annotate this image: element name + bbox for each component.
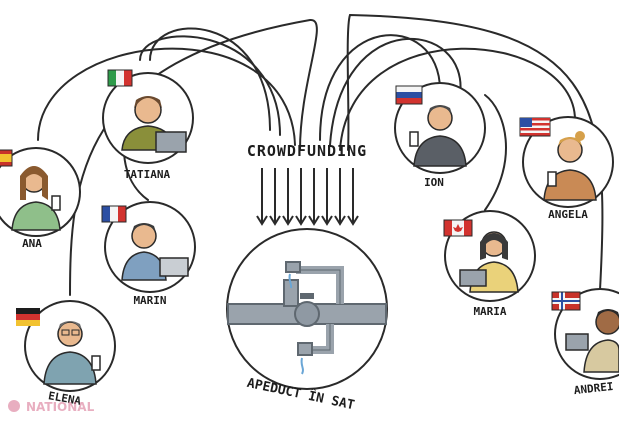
laptop-icon xyxy=(159,257,189,277)
person-angela: ANGELA xyxy=(519,116,614,221)
person-maria: MARIA xyxy=(443,210,536,318)
flag-canada-icon xyxy=(443,219,473,237)
person-name: ANA xyxy=(22,237,42,250)
phone-icon xyxy=(91,355,101,371)
watermark: NATIONAL xyxy=(8,400,95,414)
person-marin: MARIN xyxy=(101,201,196,307)
person-name: MARIA xyxy=(473,305,506,318)
crowdfunding-title: CROWDFUNDING xyxy=(247,142,367,160)
person-name: ANGELA xyxy=(548,208,588,221)
person-ion: ION xyxy=(394,82,486,189)
phone-icon xyxy=(547,171,557,187)
valve-handle xyxy=(300,293,314,299)
person-elena: ELENA xyxy=(16,300,116,408)
tablet-icon xyxy=(565,333,589,351)
laptop-icon xyxy=(155,131,187,153)
phone-icon xyxy=(51,195,61,211)
person-andrei: ANDREI xyxy=(551,288,619,397)
flag-spain-icon xyxy=(0,149,13,167)
person-name: ANDREI xyxy=(573,380,614,397)
aqueduct-circle xyxy=(226,228,388,390)
person-name: ELENA xyxy=(47,389,82,408)
flag-france-icon xyxy=(101,205,127,223)
flag-norway-icon xyxy=(551,291,581,311)
person-name: MARIN xyxy=(133,294,166,307)
valve xyxy=(294,301,320,327)
person-name: ION xyxy=(424,176,444,189)
lower-faucet xyxy=(297,342,313,356)
person-tatiana: TATIANA xyxy=(102,69,194,181)
person-ana: ANA xyxy=(0,147,81,250)
phone-icon xyxy=(409,131,419,147)
person-name: TATIANA xyxy=(124,168,171,181)
laptop-icon xyxy=(459,269,487,287)
upper-faucet xyxy=(285,261,301,273)
flag-italy-icon xyxy=(107,69,133,87)
flag-usa-icon xyxy=(519,117,551,137)
down-arrows xyxy=(256,168,359,226)
watermark-text: NATIONAL xyxy=(26,400,95,414)
flag-germany-icon xyxy=(16,308,40,326)
flag-russia-icon xyxy=(395,85,423,105)
